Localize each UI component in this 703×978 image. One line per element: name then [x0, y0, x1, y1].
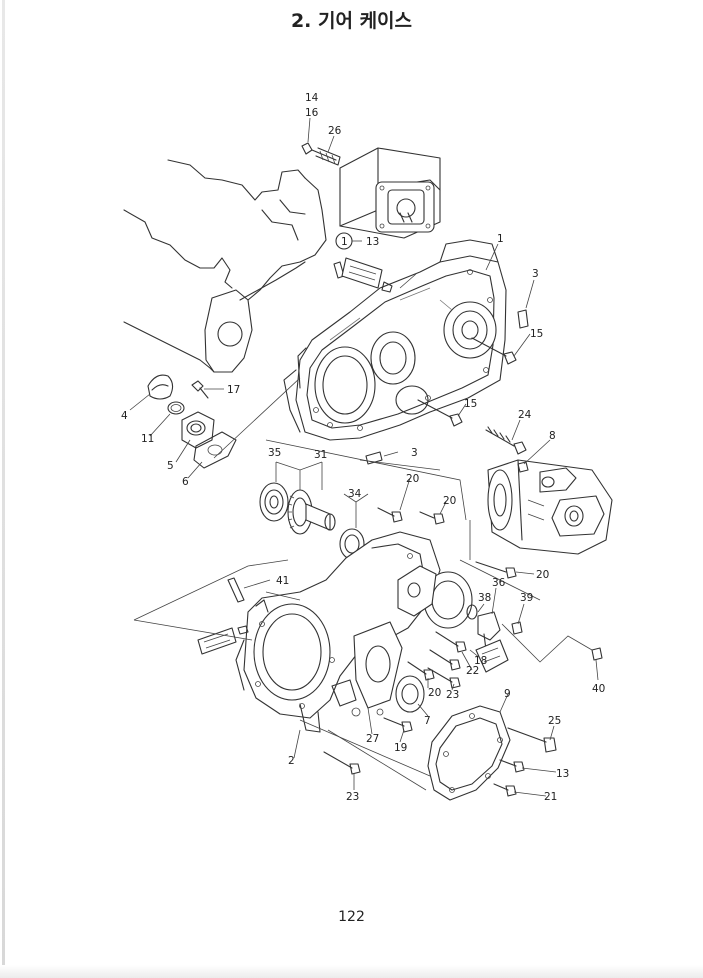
callout-20d: 20	[428, 687, 441, 699]
leader-lines	[129, 117, 599, 797]
callout-20c: 20	[536, 569, 549, 581]
callout-19: 19	[394, 742, 407, 754]
callout-13-upper: 13	[366, 236, 379, 248]
callout-3-middle: 3	[411, 447, 418, 459]
bolt-20c	[475, 561, 517, 579]
callout-36: 36	[492, 577, 506, 589]
plate-27	[331, 621, 403, 717]
bolt-20d	[407, 661, 435, 681]
callout-39: 39	[520, 592, 533, 604]
callout-23a: 23	[446, 689, 459, 701]
callout-38: 38	[478, 592, 491, 604]
bolt-13-lower	[499, 759, 525, 773]
pin-41	[227, 577, 245, 603]
bracket-18	[475, 639, 509, 673]
page-title: 2. 기어 케이스	[290, 10, 413, 32]
top-bolt-26	[301, 142, 341, 166]
bolt-21	[493, 783, 517, 797]
callout-41: 41	[276, 575, 289, 587]
callout-21: 21	[544, 791, 557, 803]
callout-11: 11	[141, 433, 154, 445]
callout-1-circled: 1	[341, 236, 348, 248]
callout-6: 6	[182, 476, 189, 488]
long-bolt-24	[485, 426, 527, 455]
bearing-35	[259, 482, 289, 522]
callout-31: 31	[314, 449, 327, 461]
bolt-22	[429, 631, 467, 671]
callout-20b: 20	[443, 495, 456, 507]
top-actuator-housing	[339, 147, 441, 239]
oring-38	[466, 604, 478, 620]
callout-40: 40	[592, 683, 605, 695]
callout-16: 16	[305, 107, 319, 119]
page-number: 122	[338, 909, 365, 925]
callout-15-upper: 15	[530, 328, 543, 340]
gear-case-main	[283, 239, 507, 441]
callout-27: 27	[366, 733, 379, 745]
gasket-6	[193, 431, 237, 469]
seal-plate-36	[397, 565, 473, 629]
callout-2: 2	[288, 755, 295, 767]
scan-bottom-edge	[0, 965, 703, 978]
callout-13-lower: 13	[556, 768, 569, 780]
cap-4	[147, 374, 174, 400]
callout-1: 1	[497, 233, 504, 245]
callout-3-upper: 3	[532, 268, 539, 280]
callout-22: 22	[466, 665, 479, 677]
callout-20a: 20	[406, 473, 419, 485]
bolt-19	[376, 708, 413, 733]
callout-14: 14	[305, 92, 319, 104]
nameplate-upper	[341, 257, 393, 293]
callout-5: 5	[167, 460, 174, 472]
bolt-20a	[377, 507, 403, 523]
callout-4: 4	[121, 410, 128, 422]
dowel-pin-3-upper	[517, 309, 529, 329]
callout-23b: 23	[346, 791, 359, 803]
bolt-17	[191, 380, 209, 399]
o-ring-11	[167, 401, 185, 415]
bolt-15-lower	[417, 399, 463, 427]
callout-25: 25	[548, 715, 561, 727]
callout-24: 24	[518, 409, 532, 421]
bolt-20b	[419, 511, 445, 525]
nut-8	[517, 461, 529, 473]
bolt-39	[511, 621, 523, 635]
nameplate-lower	[197, 625, 249, 655]
end-cover-9	[427, 705, 511, 801]
scan-left-edge	[2, 0, 5, 978]
callout-8: 8	[549, 430, 556, 442]
hydraulic-pump-8	[487, 459, 613, 555]
sensor-36	[477, 611, 501, 651]
callout-15-lower: 15	[464, 398, 477, 410]
engine-block-outline	[123, 159, 327, 373]
callout-18: 18	[474, 655, 487, 667]
gear-31	[287, 489, 336, 535]
callout-34: 34	[348, 488, 362, 500]
callout-17: 17	[227, 384, 240, 396]
bolt-40	[591, 647, 603, 661]
dowel-pin-3-middle	[365, 451, 383, 465]
callout-labels: 14 16 26 1 13 1 3 15 17 4 11 5 6 15 24 8…	[121, 92, 605, 803]
callout-9: 9	[504, 688, 511, 700]
callout-26: 26	[328, 125, 342, 137]
callout-35: 35	[268, 447, 281, 459]
bolt-23b	[323, 751, 361, 775]
bolt-15-right	[471, 337, 517, 365]
housing-5	[181, 411, 215, 449]
gear-case-cover-2	[235, 531, 441, 733]
oil-seal-7	[395, 675, 425, 713]
callout-7: 7	[424, 715, 431, 727]
bolt-25	[507, 727, 557, 753]
